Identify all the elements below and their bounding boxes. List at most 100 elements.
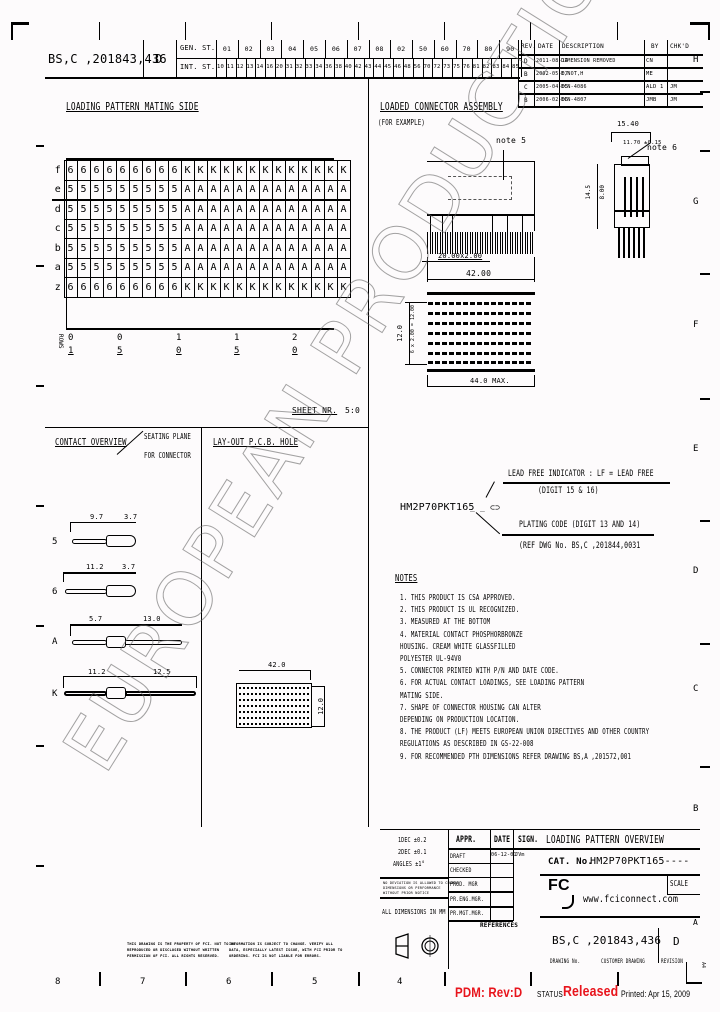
int-st-divider [442, 59, 444, 77]
contact-6-dim2: 3.7 [122, 563, 136, 571]
int-st-divider [461, 59, 463, 77]
loading-pattern-cell: 6 [141, 160, 156, 181]
pdm-revision: PDM: Rev:D [455, 984, 523, 1000]
int-st-cell: 20 [276, 64, 284, 70]
note-item: 8. THE PRODUCT (LF) MEETS EUROPEAN UNION… [400, 727, 650, 737]
note-item: 2. THIS PRODUCT IS UL RECOGNIZED. [400, 605, 520, 615]
loading-pattern-cell: A [180, 238, 195, 259]
dim-side-top: 15.40 [617, 120, 640, 128]
column-mark-bottom: 0 [292, 346, 298, 356]
printed-date: Printed: Apr 15, 2009 [621, 989, 691, 999]
loading-pattern-cell: 6 [115, 277, 130, 298]
gen-st-cell: 90 [506, 45, 515, 53]
loading-pattern-cell: 5 [141, 238, 156, 259]
loading-pattern-cell: A [297, 218, 312, 239]
int-st-cell: 33 [305, 64, 313, 70]
projection-symbol-icon [394, 932, 440, 960]
role-divider [448, 905, 513, 908]
loading-pattern-cell: A [232, 218, 247, 239]
loading-pattern-cell: K [180, 277, 195, 298]
contact-6-label: 6 [52, 587, 58, 597]
sheet-label: SHEET NR. [292, 406, 338, 415]
int-st-cell: 46 [394, 64, 402, 70]
loading-pattern-cell: 5 [89, 199, 104, 220]
divider-vertical-top [368, 77, 369, 434]
int-st-divider [265, 59, 267, 77]
contact-6-dim1: 11.2 [86, 563, 104, 571]
loading-pattern-cell: K [271, 277, 286, 298]
loading-pattern-cell: A [245, 238, 260, 259]
loading-pattern-cell: 6 [154, 277, 169, 298]
int-st-cell: 76 [462, 64, 470, 70]
int-st-divider [314, 59, 316, 77]
row-label: z [54, 281, 61, 293]
loading-pattern-cell: K [284, 277, 299, 298]
rev-cell-by: JMB [646, 97, 657, 103]
connector-bottom-view [427, 292, 535, 372]
loading-pattern-cell: A [193, 218, 208, 239]
gen-st-divider [433, 40, 435, 59]
cat-no-label: CAT. No. [548, 857, 593, 867]
contact-k-dim2: 12.5 [153, 668, 171, 676]
rev-cell-desc: E,NOT,H [561, 71, 584, 77]
gen-st-divider [499, 40, 501, 59]
int-st-divider [402, 59, 404, 77]
role-divider [448, 891, 513, 894]
loading-pattern-cell: 5 [63, 257, 78, 278]
gen-st-divider [237, 40, 239, 59]
loading-pattern-cell: A [219, 257, 234, 278]
loading-pattern-cell: 6 [167, 277, 182, 298]
int-st-cell: 32 [295, 64, 303, 70]
title-block-rev: D [673, 935, 680, 948]
int-st-divider [511, 59, 513, 77]
loading-pattern-cell: A [232, 238, 247, 259]
plating-code: PLATING CODE (DIGIT 13 AND 14) [519, 520, 641, 530]
int-st-divider [275, 59, 277, 77]
int-st-divider [245, 59, 247, 77]
zone-a-label: A [693, 918, 699, 927]
zone-label-7: 7 [140, 977, 146, 987]
loading-pattern-cell: A [323, 257, 338, 278]
row-label: e [52, 180, 64, 201]
loading-pattern-cell: 5 [102, 257, 117, 278]
int-st-cell: 73 [443, 64, 451, 70]
loading-pattern-cell: 6 [89, 277, 104, 298]
loading-pattern-cell: 5 [154, 257, 169, 278]
column-mark-bottom: 1 [68, 346, 74, 356]
loading-pattern-cell: K [284, 160, 299, 181]
gen-st-cell: 70 [462, 45, 471, 53]
disclaimer-left-1: THIS DRAWING IS THE PROPERTY OF FCI. NOT… [127, 942, 236, 946]
loading-pattern-cell: K [232, 277, 247, 298]
loading-pattern-cell: K [219, 277, 234, 298]
int-st-divider [422, 59, 424, 77]
gen-st-divider [521, 40, 522, 59]
loading-pattern-cell: A [284, 218, 299, 239]
int-st-cell: 70 [423, 64, 431, 70]
customer-drawing-label: CUSTOMER DRAWING [601, 958, 645, 965]
rev-cell-chk: JM [670, 84, 678, 90]
loading-pattern-cell: 5 [89, 257, 104, 278]
gen-st-cell: 60 [440, 45, 449, 53]
zone-label-8: 8 [55, 977, 61, 987]
gen-st-divider [455, 40, 457, 59]
loading-pattern-cell: A [219, 199, 234, 220]
part-code-suffix: _ _ ⊂⊃ [470, 503, 501, 512]
role-label: PROD. MGR [450, 880, 478, 889]
status-value: Released [563, 983, 619, 1000]
zone-label-d: D [693, 566, 699, 576]
loading-pattern-cell: 5 [141, 199, 156, 220]
zone-label-6: 6 [226, 977, 232, 987]
loading-pattern-cell: A [219, 179, 234, 201]
fci-logo: FC [548, 877, 574, 911]
loading-pattern-cell: A [258, 199, 273, 220]
loading-pattern-cell: A [180, 199, 195, 220]
